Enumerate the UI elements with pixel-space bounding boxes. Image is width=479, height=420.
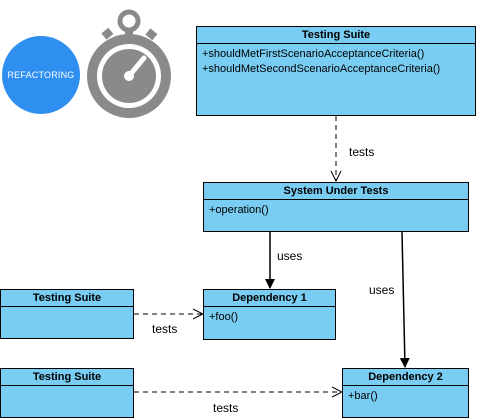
class-testing-suite-left-1[interactable]: Testing Suite <box>0 289 134 339</box>
edge-label-tests-dep1: tests <box>152 322 178 336</box>
class-member: +shouldMetFirstScenarioAcceptanceCriteri… <box>202 48 425 60</box>
class-dependency-1[interactable]: Dependency 1 +foo() <box>203 289 336 340</box>
class-member: +foo() <box>209 311 239 323</box>
class-member: +bar() <box>348 390 378 402</box>
class-members: +bar() <box>343 386 468 407</box>
class-title: Testing Suite <box>1 369 133 386</box>
refactoring-badge: REFACTORING <box>2 36 80 114</box>
edge-label-tests-top: tests <box>349 145 375 159</box>
class-testing-suite-left-2[interactable]: Testing Suite <box>0 368 134 418</box>
class-title: System Under Tests <box>204 183 468 200</box>
edge-label-uses-dep1: uses <box>277 249 303 263</box>
uses-edge-dep2 <box>399 231 410 368</box>
edge-label-tests-dep2: tests <box>213 401 239 415</box>
class-title: Testing Suite <box>197 27 475 44</box>
class-system-under-tests[interactable]: System Under Tests +operation() <box>203 182 469 232</box>
stopwatch-icon <box>87 9 171 118</box>
class-members: +shouldMetFirstScenarioAcceptanceCriteri… <box>197 44 475 80</box>
class-members: +foo() <box>204 307 335 328</box>
class-members: +operation() <box>204 200 468 221</box>
class-dependency-2[interactable]: Dependency 2 +bar() <box>342 368 469 418</box>
class-member: +operation() <box>209 204 269 216</box>
class-member: +shouldMetSecondScenarioAcceptanceCriter… <box>202 63 441 75</box>
refactoring-badge-label: REFACTORING <box>7 70 75 80</box>
class-title: Dependency 2 <box>343 369 468 386</box>
class-testing-suite-top[interactable]: Testing Suite +shouldMetFirstScenarioAcc… <box>196 26 476 116</box>
edge-label-uses-dep2: uses <box>369 283 395 297</box>
class-title: Dependency 1 <box>204 290 335 307</box>
class-title: Testing Suite <box>1 290 133 307</box>
